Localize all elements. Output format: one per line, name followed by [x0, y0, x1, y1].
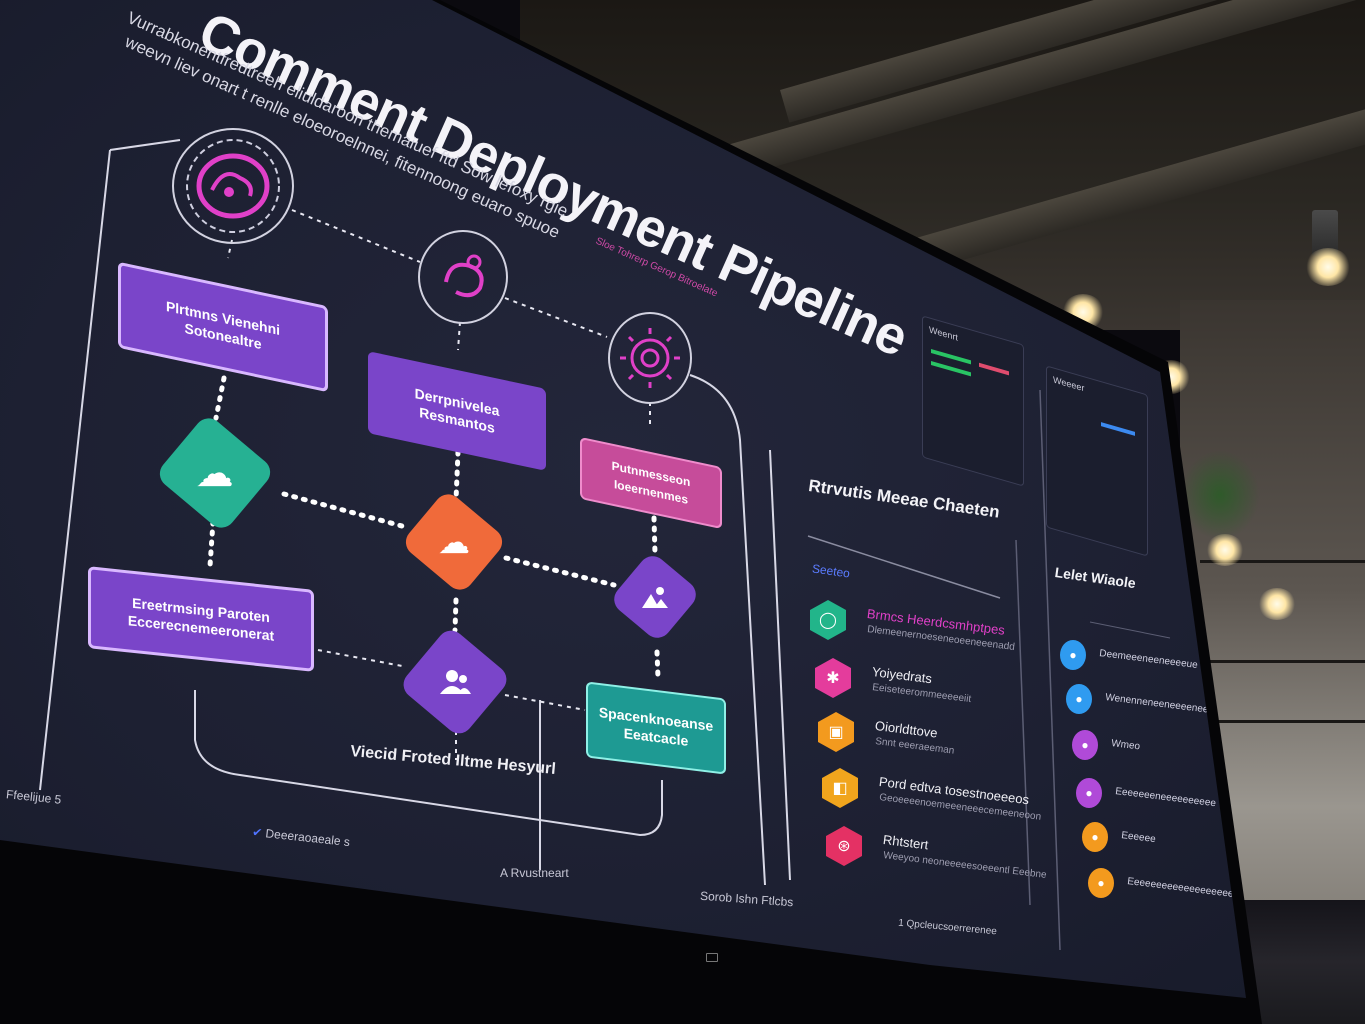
railing	[1200, 720, 1365, 723]
monitor-logo	[706, 953, 718, 962]
frame-line	[39, 149, 111, 791]
frame-line	[109, 139, 181, 151]
users-icon	[440, 670, 471, 694]
status-bar	[979, 362, 1009, 376]
side-list-item[interactable]: ● Eeeeee	[1082, 822, 1212, 858]
side-list-item[interactable]: ● Deemeeeneeneeeeue	[1060, 640, 1198, 676]
railing	[1200, 560, 1365, 563]
side-list-item[interactable]: ● Wmeo	[1072, 730, 1202, 766]
start-node[interactable]	[172, 128, 294, 244]
mini-card[interactable]: Weenrt	[922, 315, 1024, 487]
railing	[1200, 660, 1365, 663]
alert-icon: ⊛	[826, 826, 862, 866]
image-node[interactable]	[608, 550, 702, 644]
package-icon: ▣	[818, 712, 854, 752]
mini-card[interactable]: Weeeer	[1046, 365, 1148, 557]
item-subtitle: Eeiseteerommeeeeeiit	[871, 682, 972, 706]
dotted-connector	[213, 375, 227, 421]
frame-line	[689, 374, 766, 886]
side-item-label: Eeeeee	[1120, 830, 1157, 846]
users-node[interactable]	[397, 625, 513, 739]
bottom-label: A Rvustneart	[500, 866, 569, 880]
side-list-item[interactable]: ● Eeeeeeeneeeeeeeeee	[1076, 778, 1216, 814]
dotted-connector	[453, 449, 461, 503]
side-item-label: Wmeo	[1110, 738, 1141, 753]
cycle-icon: ◯	[810, 600, 846, 640]
lock-icon: ◧	[822, 768, 858, 808]
status-icon: ●	[1076, 778, 1102, 808]
process-node-loop[interactable]	[418, 230, 508, 324]
dotted-connector	[207, 519, 216, 569]
panel-list-item[interactable]: ✱ Yoiyedrats Eeiseteerommeeeeeiit	[815, 658, 1015, 708]
dotted-connector	[651, 515, 658, 557]
item-title: Rhtstert	[882, 832, 930, 853]
plant	[1180, 450, 1260, 540]
status-bar	[1101, 422, 1135, 436]
ceiling-light	[1305, 248, 1351, 286]
item-subtitle: Snnt eeeraeeman	[874, 736, 955, 757]
frame-line	[194, 690, 663, 837]
side-list-item[interactable]: ● Wenenneneeneeeeneeee	[1066, 684, 1220, 720]
status-bar	[931, 360, 971, 377]
process-node-virus[interactable]	[608, 312, 692, 404]
panel-list-item[interactable]: ◧ Pord edtva tosestnoeeeos Geoeeeenoemee…	[822, 768, 1042, 823]
side-list-item[interactable]: ● Eeeeeeeeeeeeeeeeeeee	[1088, 868, 1240, 904]
dotted-connector	[503, 555, 617, 588]
panel-list-item[interactable]: ▣ Oiorldttove Snnt eeeraeeman	[818, 712, 1018, 762]
panel-list-item[interactable]: ⊛ Rhtstert Weeyoo neoneeeeesoeeentl Eeeb…	[826, 826, 1047, 881]
ceiling-light	[1258, 588, 1296, 620]
status-icon: ●	[1060, 640, 1086, 670]
mini-card-label: Weeeer	[1053, 374, 1085, 394]
brain-icon	[186, 139, 280, 233]
status-icon: ●	[1088, 868, 1114, 898]
status-icon: ●	[1072, 730, 1098, 760]
image-icon	[642, 587, 668, 608]
virus-icon	[620, 328, 680, 388]
status-icon: ●	[1082, 822, 1108, 852]
status-icon: ●	[1066, 684, 1092, 714]
side-item-label: Deemeeeneeneeeeue	[1098, 648, 1199, 671]
frame-line	[769, 449, 791, 881]
dotted-connector	[654, 649, 661, 681]
dotted-connector	[281, 491, 405, 529]
mini-card-label: Weenrt	[929, 324, 958, 343]
plugin-icon: ✱	[815, 658, 851, 698]
loop-icon	[444, 254, 484, 298]
panel-list-item[interactable]: ◯ Brmcs Heerdcsmhptpes Dlemeenernoeseneo…	[810, 600, 1015, 653]
dashed-connector	[504, 297, 608, 338]
side-item-label: Eeeeeeeneeeeeeeeee	[1114, 786, 1217, 810]
